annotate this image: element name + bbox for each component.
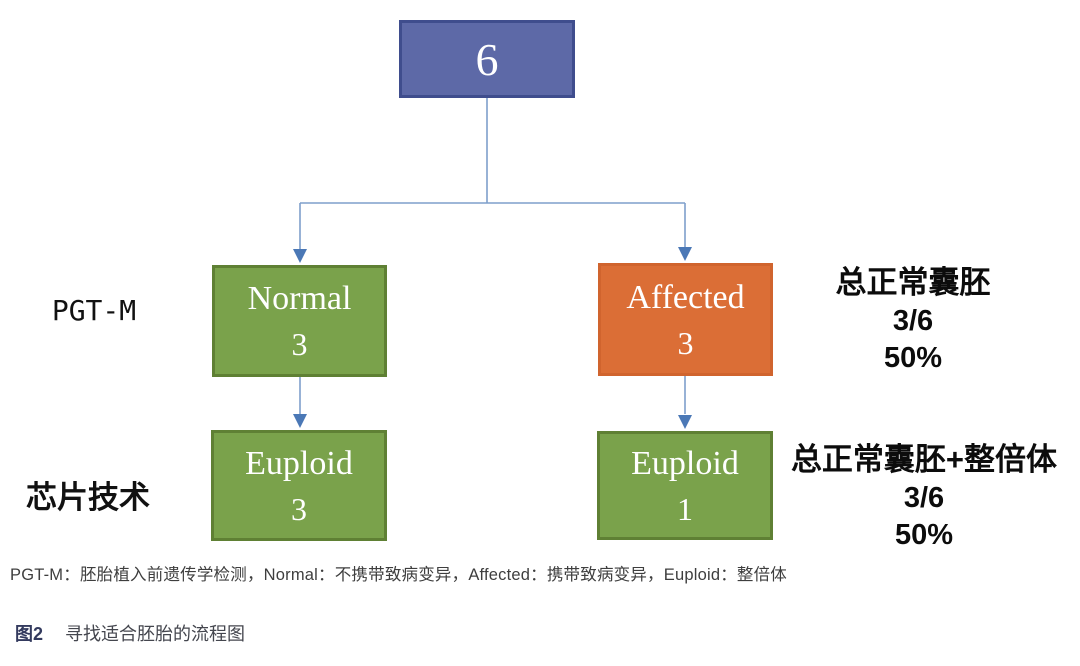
node-euploid-left-label: Euploid xyxy=(245,444,353,482)
node-normal-count: 3 xyxy=(291,326,308,362)
node-affected-count: 3 xyxy=(677,324,694,361)
connector-root-branch xyxy=(299,98,686,250)
annotation-top-title: 总正常囊胚 xyxy=(835,265,991,300)
row-label-chip-technology: 芯片技术 xyxy=(26,480,150,515)
annotation-bottom-percent: 50% xyxy=(894,519,954,551)
annotation-top-percent: 50% xyxy=(883,342,943,374)
abbreviation-footnote: PGT-M：胚胎植入前遗传学检测，Normal：不携带致病变异，Affected… xyxy=(10,566,788,584)
node-euploid-right: Euploid 1 xyxy=(597,431,773,540)
figure-caption: 图2 寻找适合胚胎的流程图 xyxy=(15,620,245,646)
row-label-pgt-m: PGT-M xyxy=(51,294,137,327)
node-normal-label: Normal xyxy=(247,280,352,317)
node-affected-label: Affected xyxy=(626,278,745,316)
arrowhead-to-normal xyxy=(293,249,307,263)
annotation-bottom-title: 总正常囊胚+整倍体 xyxy=(790,442,1058,477)
node-affected: Affected 3 xyxy=(598,263,773,376)
annotation-bottom-fraction: 3/6 xyxy=(903,482,945,514)
node-total-embryos: 6 xyxy=(399,20,575,98)
node-total-value: 6 xyxy=(475,33,499,85)
node-euploid-left-count: 3 xyxy=(291,490,307,527)
node-euploid-right-label: Euploid xyxy=(631,444,739,482)
annotation-top-fraction: 3/6 xyxy=(892,305,934,337)
arrowhead-to-euploid-left xyxy=(293,414,307,428)
annotation-total-normal-plus-euploid: 总正常囊胚+整倍体 3/6 50% xyxy=(768,440,1080,554)
arrowhead-to-euploid-right xyxy=(678,415,692,429)
node-euploid-left: Euploid 3 xyxy=(211,430,387,541)
figure-caption-number: 图2 xyxy=(15,624,44,644)
arrowhead-to-affected xyxy=(678,247,692,261)
figure-caption-text: 寻找适合胚胎的流程图 xyxy=(65,624,246,644)
node-euploid-right-count: 1 xyxy=(677,490,693,527)
node-normal: Normal 3 xyxy=(212,265,387,377)
annotation-total-normal-blastocysts: 总正常囊胚 3/6 50% xyxy=(788,263,1038,377)
